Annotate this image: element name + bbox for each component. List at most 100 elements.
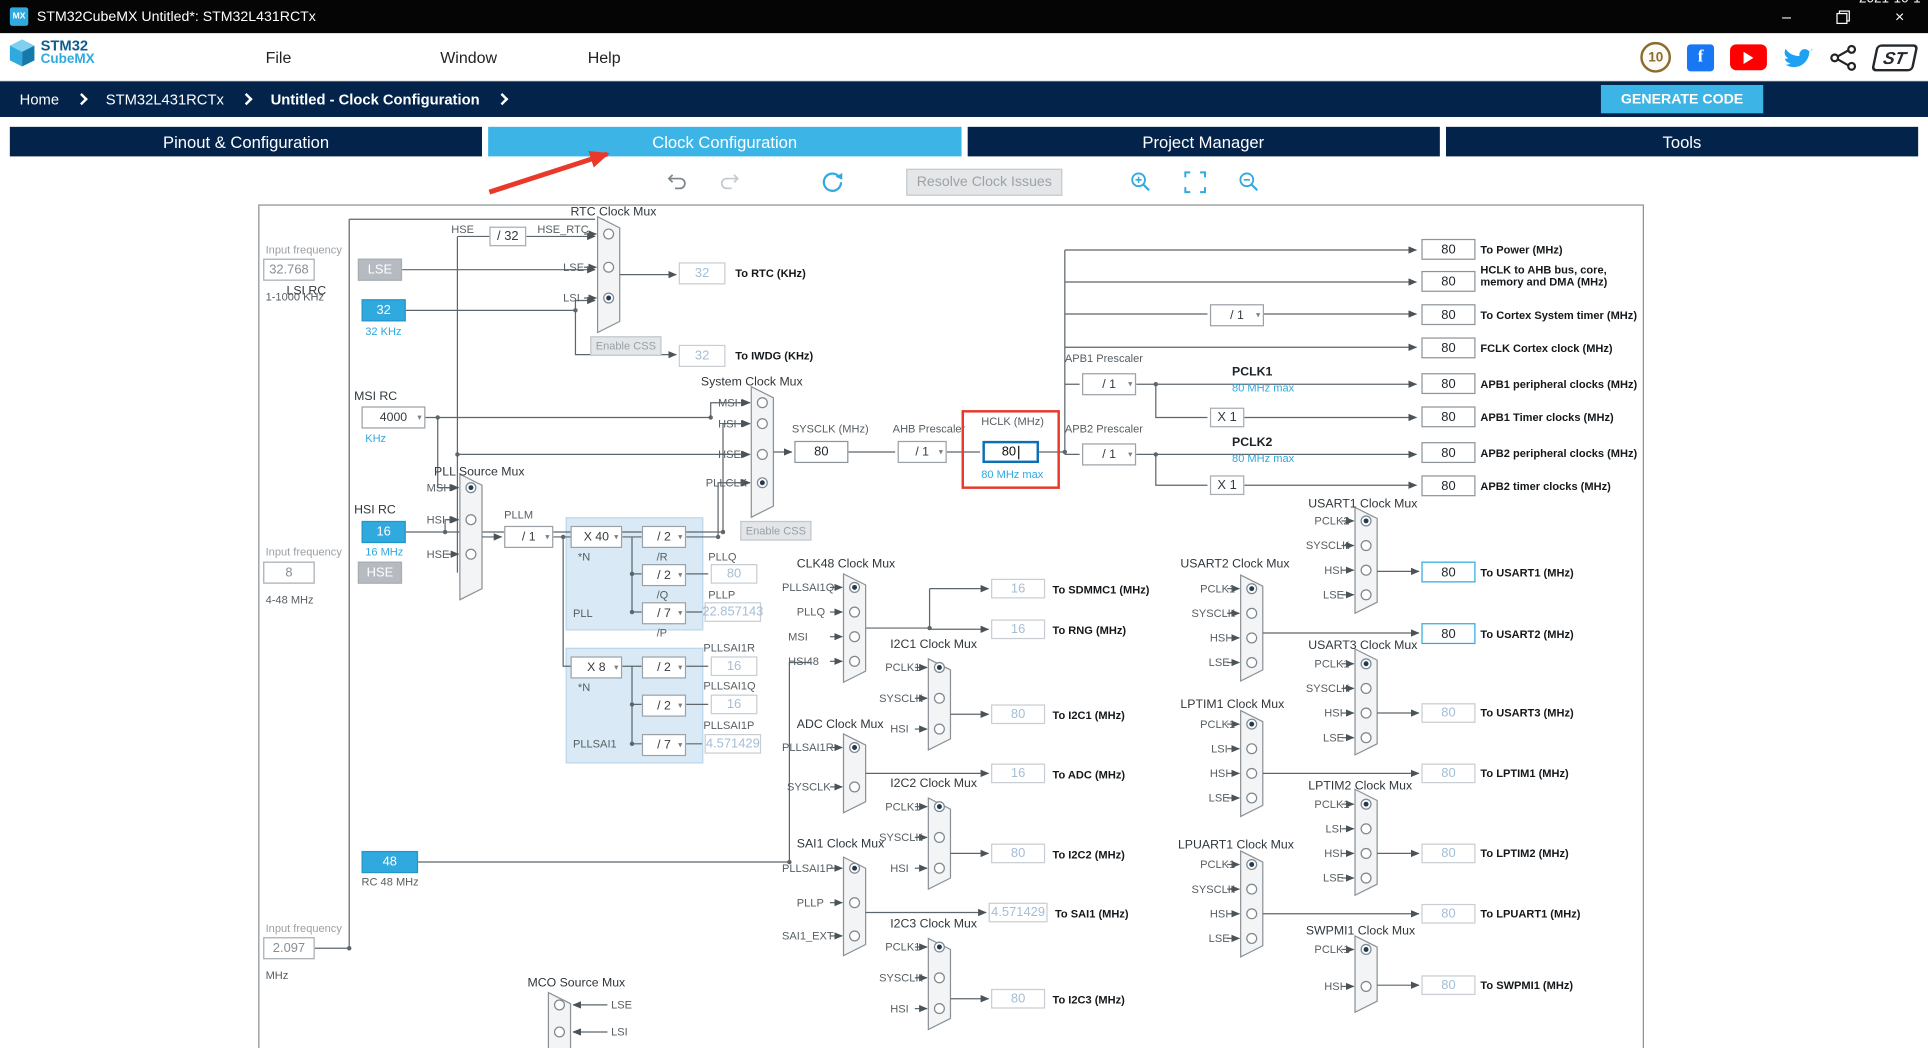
to-cortex-label: To Cortex System timer (MHz): [1480, 309, 1638, 322]
lse-source-box[interactable]: LSE: [357, 258, 403, 281]
undo-icon[interactable]: [664, 170, 689, 195]
rc48-value[interactable]: 48: [361, 850, 419, 874]
menu-window[interactable]: Window: [440, 48, 498, 67]
lptim2-value: 80: [1421, 843, 1476, 864]
to-usart1-label: To USART1 (MHz): [1480, 566, 1574, 579]
clk48-pllsai1q-label: PLLSAI1Q: [782, 581, 835, 594]
hclk-ahb-value[interactable]: 80: [1421, 270, 1476, 292]
menu-file[interactable]: File: [265, 48, 292, 67]
usart1-sysclk-label: SYSCLK: [1305, 539, 1350, 552]
hse-input-frequency-value[interactable]: 8: [263, 561, 315, 584]
close-button[interactable]: ×: [1895, 7, 1905, 26]
menu-help[interactable]: Help: [587, 48, 621, 67]
apb2-prescaler-select[interactable]: / 1▾: [1082, 443, 1137, 466]
hse-source-box[interactable]: HSE: [357, 561, 403, 584]
i2c2-hsi-label: HSI: [890, 862, 909, 875]
lptim1-lse-label: LSE: [1208, 791, 1230, 805]
plln-select[interactable]: X 40▾: [570, 525, 623, 549]
breadcrumb-home[interactable]: Home: [19, 90, 60, 108]
chevron-down-icon: ▾: [1128, 380, 1133, 390]
cortex-timer-value[interactable]: 80: [1421, 304, 1476, 326]
lptim1-pclk1-label: PCLK1: [1200, 717, 1236, 731]
to-rtc-value: 32: [678, 262, 726, 285]
apb1-periph-value[interactable]: 80: [1421, 373, 1476, 395]
fclk-value[interactable]: 80: [1421, 337, 1476, 359]
hclk-value[interactable]: 80: [982, 440, 1040, 464]
lptim1-lsi-label: LSI: [1211, 742, 1228, 755]
pllp-select[interactable]: / 7▾: [641, 602, 687, 625]
community-icon[interactable]: [1829, 44, 1859, 71]
usart2-sysclk-label: SYSCLK: [1191, 607, 1236, 620]
clk48-pllq-label: PLLQ: [796, 605, 826, 619]
pllsai1p-select-value: / 7: [657, 738, 671, 752]
lptim2-pclk1-label: PCLK1: [1314, 798, 1350, 811]
apb2-periph-value[interactable]: 80: [1421, 442, 1476, 464]
tab-clock-configuration[interactable]: Clock Configuration: [488, 126, 961, 157]
msi-frequency-select[interactable]: 4000▾: [361, 406, 426, 429]
lse-range-label: 1-1000 KHz: [265, 290, 325, 303]
adc-value: 16: [991, 763, 1046, 784]
youtube-icon[interactable]: [1730, 44, 1768, 71]
cortex-prescaler-select[interactable]: / 1▾: [1209, 304, 1265, 327]
zoom-fit-icon[interactable]: [1183, 170, 1208, 195]
swpmi1-mux-title: SWPMI1 Clock Mux: [1305, 924, 1416, 939]
usart1-pclk2-label: PCLK2: [1314, 514, 1350, 528]
pllsai1r-select[interactable]: / 2▾: [641, 656, 687, 679]
apb2-timer-value[interactable]: 80: [1421, 475, 1476, 497]
hsi-rc-value[interactable]: 16: [361, 520, 406, 544]
logo-line2: CubeMX: [40, 51, 95, 67]
apb1-timer-value[interactable]: 80: [1421, 406, 1476, 428]
lse-input-frequency-value[interactable]: 32.768: [263, 258, 315, 281]
to-rtc-label: To RTC (KHz): [735, 267, 806, 280]
pll-source-mux-title: PLL Source Mux: [434, 465, 525, 480]
zoom-out-icon[interactable]: [1237, 170, 1262, 195]
pllm-select[interactable]: / 1▾: [504, 525, 554, 549]
ahb-prescaler-label: AHB Prescaler: [892, 422, 966, 435]
zoom-in-icon[interactable]: [1129, 170, 1154, 195]
anniversary-badge-icon[interactable]: 10: [1640, 41, 1672, 73]
redo-icon[interactable]: [718, 170, 743, 195]
pllsai1q-select[interactable]: / 2▾: [641, 694, 687, 717]
breadcrumb-mcu[interactable]: STM32L431RCTx: [105, 90, 224, 108]
to-sai1-label: To SAI1 (MHz): [1054, 907, 1129, 920]
pllsai1n-select[interactable]: X 8▾: [570, 656, 623, 679]
lsi-rc-label: LSI RC: [286, 284, 327, 299]
pclk1-label: PCLK1: [1232, 365, 1273, 380]
usart2-lse-label: LSE: [1208, 656, 1230, 669]
to-power-value[interactable]: 80: [1421, 238, 1476, 260]
generate-code-button[interactable]: GENERATE CODE: [1600, 84, 1764, 114]
tab-pinout-configuration[interactable]: Pinout & Configuration: [9, 126, 483, 157]
twitter-icon[interactable]: [1783, 45, 1813, 70]
lptim2-mux-title: LPTIM2 Clock Mux: [1308, 779, 1413, 794]
lpuart1-mux-title: LPUART1 Clock Mux: [1177, 838, 1294, 853]
sai1-pllsai1p-label: PLLSAI1P: [782, 862, 834, 875]
to-lptim2-label: To LPTIM2 (MHz): [1480, 847, 1569, 860]
minimize-button[interactable]: –: [1782, 7, 1792, 26]
facebook-icon[interactable]: f: [1687, 43, 1715, 71]
logo-line1: STM32: [40, 36, 89, 55]
usart1-value[interactable]: 80: [1421, 561, 1476, 583]
to-i2c3-label: To I2C3 (MHz): [1052, 993, 1125, 1007]
pllsai1p-select[interactable]: / 7 ▾: [641, 733, 687, 757]
chevron-down-icon: ▾: [545, 533, 550, 542]
msi-input-frequency-value[interactable]: 2.097: [263, 937, 315, 960]
tab-tools[interactable]: Tools: [1445, 126, 1919, 157]
pll-hse-label: HSE: [426, 548, 450, 561]
pllq-select[interactable]: / 2▾: [641, 564, 687, 587]
ahb-prescaler-select[interactable]: / 1▾: [897, 440, 947, 464]
tab-project-manager[interactable]: Project Manager: [967, 126, 1440, 157]
usart2-value[interactable]: 80: [1421, 623, 1476, 645]
restore-button[interactable]: [1815, 0, 1872, 33]
enable-css-sys-button[interactable]: Enable CSS: [740, 520, 812, 541]
sysclk-value[interactable]: 80: [794, 440, 849, 464]
resolve-clock-issues-button[interactable]: Resolve Clock Issues: [906, 168, 1063, 196]
chevron-down-icon: ▾: [678, 663, 683, 673]
enable-css-rtc-button[interactable]: Enable CSS: [590, 336, 662, 356]
pllp-label: PLLP: [708, 588, 736, 601]
apb1-prescaler-select[interactable]: / 1▾: [1082, 373, 1137, 396]
pllr-select[interactable]: / 2▾: [641, 525, 687, 549]
chevron-down-icon: ▾: [678, 741, 683, 750]
pllsai1-n-label: *N: [577, 681, 591, 694]
refresh-icon[interactable]: [819, 169, 846, 196]
lsi-rc-value[interactable]: 32: [361, 299, 406, 322]
